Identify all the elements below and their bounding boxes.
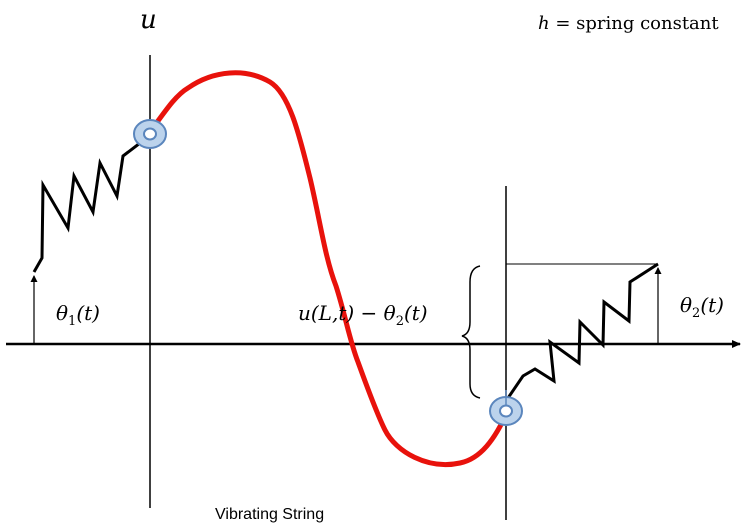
right-ring-support bbox=[489, 390, 523, 426]
spring-constant-label: h = spring constant bbox=[538, 13, 719, 34]
diagram-caption: Vibrating String bbox=[215, 506, 324, 523]
theta1-label: θ1(t) bbox=[56, 301, 100, 329]
left-spring bbox=[32, 138, 145, 273]
theta2-label: θ2(t) bbox=[680, 293, 724, 321]
brace bbox=[461, 265, 481, 399]
left-ring-support bbox=[133, 119, 167, 149]
u-axis-label: u bbox=[140, 5, 157, 35]
right-spring bbox=[506, 262, 659, 399]
displacement-difference-label: u(L,t) − θ2(t) bbox=[298, 301, 428, 329]
string-curve bbox=[147, 70, 511, 467]
